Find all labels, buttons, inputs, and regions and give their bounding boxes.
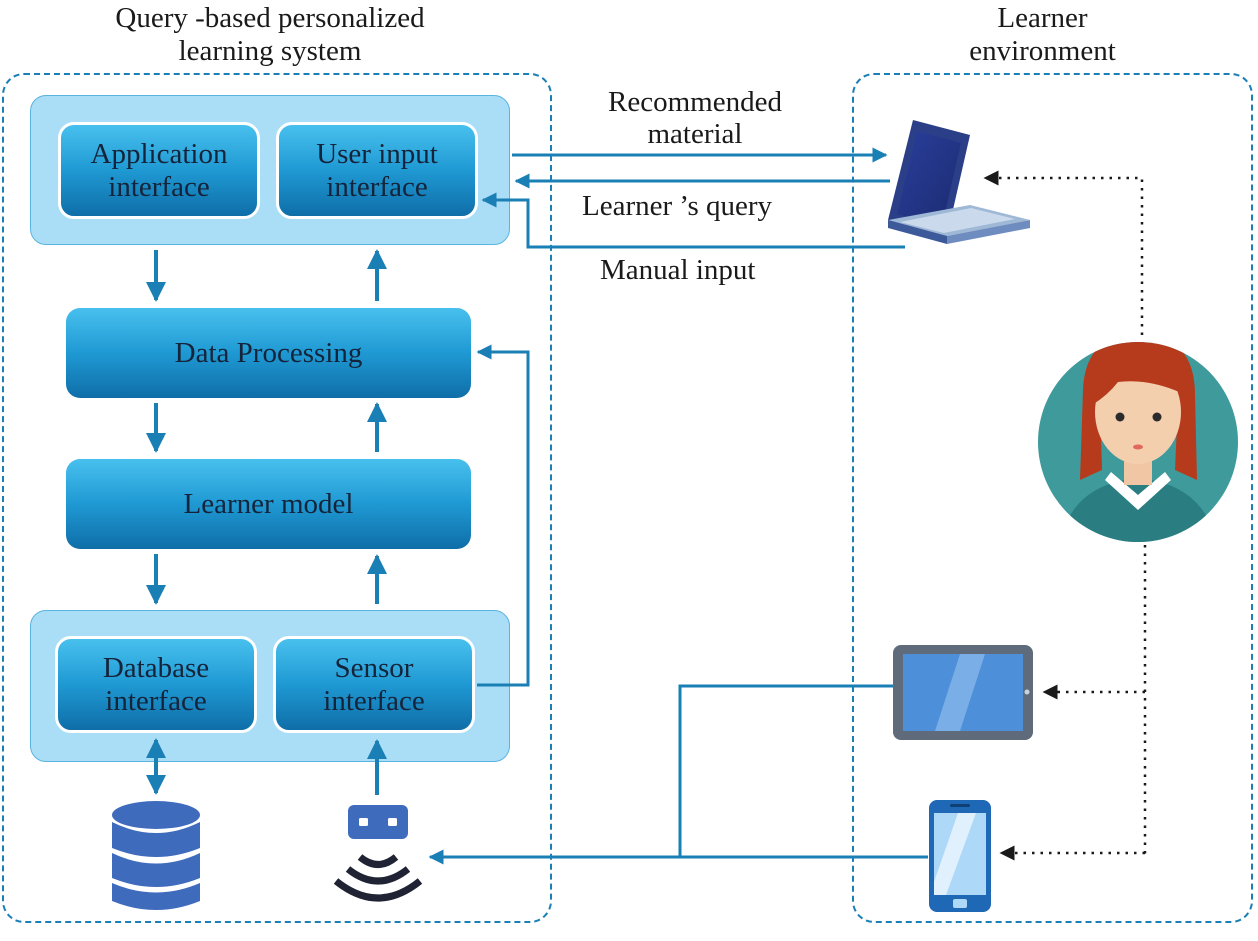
learning-system-group xyxy=(2,73,552,923)
data-processing-box: Data Processing xyxy=(66,308,471,398)
database-interface-box: Database interface xyxy=(55,636,257,733)
smartphone-icon xyxy=(929,800,991,912)
sensor-interface-box: Sensor interface xyxy=(273,636,475,733)
learner-to-laptop-dotted xyxy=(983,170,1144,335)
tablet-to-sensor-line xyxy=(678,684,893,857)
learner-environment-group xyxy=(852,73,1253,923)
database-icon xyxy=(112,801,200,910)
learner-query-label: Learner ’s query xyxy=(582,190,773,222)
learner-avatar-icon xyxy=(1038,342,1238,542)
recommended-material-label: Recommended material xyxy=(608,86,782,150)
environment-title: Learner environment xyxy=(969,2,1116,67)
application-interface-box: Application interface xyxy=(58,122,260,219)
sensor-to-processing-arrow xyxy=(476,344,530,687)
laptop-icon xyxy=(888,120,1030,244)
learner-model-box: Learner model xyxy=(66,459,471,549)
manual-input-arrow xyxy=(481,192,905,249)
manual-input-label: Manual input xyxy=(600,254,756,286)
user-input-interface-box: User input interface xyxy=(276,122,478,219)
sensor-icon xyxy=(333,805,423,902)
tablet-icon xyxy=(893,645,1033,740)
system-title: Query -based personalized learning syste… xyxy=(115,2,425,67)
